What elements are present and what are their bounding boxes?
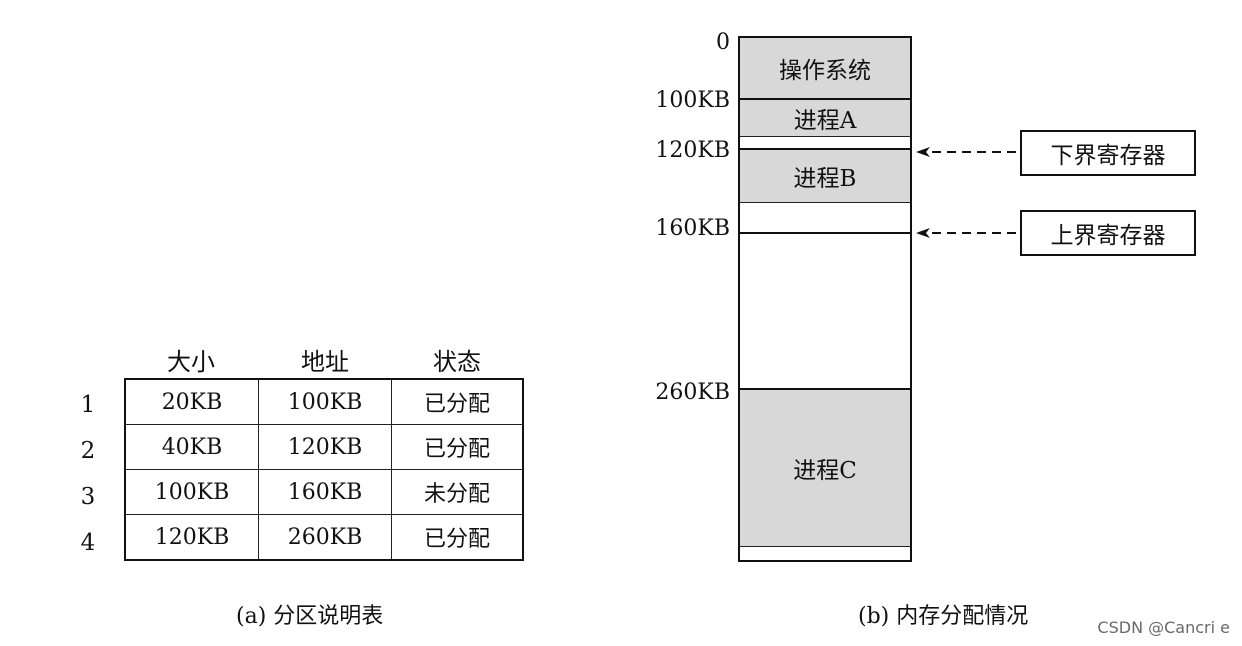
- cell-status: 已分配: [391, 424, 524, 470]
- segment-process-a-label: 进程A: [793, 108, 857, 134]
- lower-register-arrow: [916, 147, 1016, 157]
- address-label: 0: [716, 30, 730, 55]
- watermark: CSDN @Cancri e: [1097, 618, 1230, 637]
- cell-status: 已分配: [391, 378, 524, 425]
- address-label: 120KB: [655, 138, 730, 163]
- segment-process-b: 进程B: [740, 150, 910, 202]
- divider: [740, 98, 910, 100]
- cell-status: 未分配: [391, 469, 524, 515]
- memory-caption: (b) 内存分配情况: [858, 604, 1029, 629]
- cell-address: 100KB: [258, 378, 392, 425]
- address-label: 260KB: [655, 380, 730, 405]
- table-row: 100KB 160KB 未分配: [124, 469, 524, 515]
- row-number: 2: [80, 438, 96, 464]
- row-number: 1: [80, 392, 96, 418]
- upper-register-arrow: [916, 228, 1016, 238]
- segment-os: 操作系统: [740, 38, 910, 98]
- address-label: 100KB: [655, 88, 730, 113]
- address-label: 160KB: [655, 216, 730, 241]
- cell-address: 120KB: [258, 424, 392, 470]
- header-status: 状态: [433, 348, 481, 376]
- cell-size: 100KB: [124, 469, 259, 515]
- partition-table: 20KB 100KB 已分配 40KB 120KB 已分配 100KB 160K…: [124, 378, 524, 561]
- lower-bound-register-label: 下界寄存器: [1050, 143, 1166, 169]
- divider: [740, 202, 910, 203]
- table-row: 40KB 120KB 已分配: [124, 424, 524, 470]
- cell-address: 160KB: [258, 469, 392, 515]
- memory-column: 操作系统 进程A 进程B 进程C: [738, 36, 912, 562]
- divider: [740, 546, 910, 547]
- lower-bound-register: 下界寄存器: [1020, 130, 1196, 176]
- cell-status: 已分配: [391, 514, 524, 561]
- table-row: 20KB 100KB 已分配: [124, 378, 524, 425]
- segment-process-c: 进程C: [740, 390, 910, 546]
- divider: [740, 136, 910, 137]
- cell-size: 40KB: [124, 424, 259, 470]
- cell-size: 20KB: [124, 378, 259, 425]
- header-size: 大小: [167, 348, 215, 376]
- header-address: 地址: [301, 348, 349, 376]
- divider: [740, 388, 910, 390]
- segment-process-a: 进程A: [740, 100, 910, 136]
- table-caption: (a) 分区说明表: [236, 604, 384, 629]
- cell-size: 120KB: [124, 514, 259, 561]
- row-number: 3: [80, 484, 96, 510]
- segment-os-label: 操作系统: [779, 58, 871, 84]
- cell-address: 260KB: [258, 514, 392, 561]
- row-number: 4: [80, 530, 96, 556]
- upper-bound-register: 上界寄存器: [1020, 210, 1196, 256]
- table-row: 120KB 260KB 已分配: [124, 514, 524, 561]
- divider: [740, 232, 910, 234]
- divider: [740, 148, 910, 150]
- upper-bound-register-label: 上界寄存器: [1050, 223, 1166, 249]
- segment-process-c-label: 进程C: [793, 458, 857, 484]
- segment-process-b-label: 进程B: [793, 166, 857, 192]
